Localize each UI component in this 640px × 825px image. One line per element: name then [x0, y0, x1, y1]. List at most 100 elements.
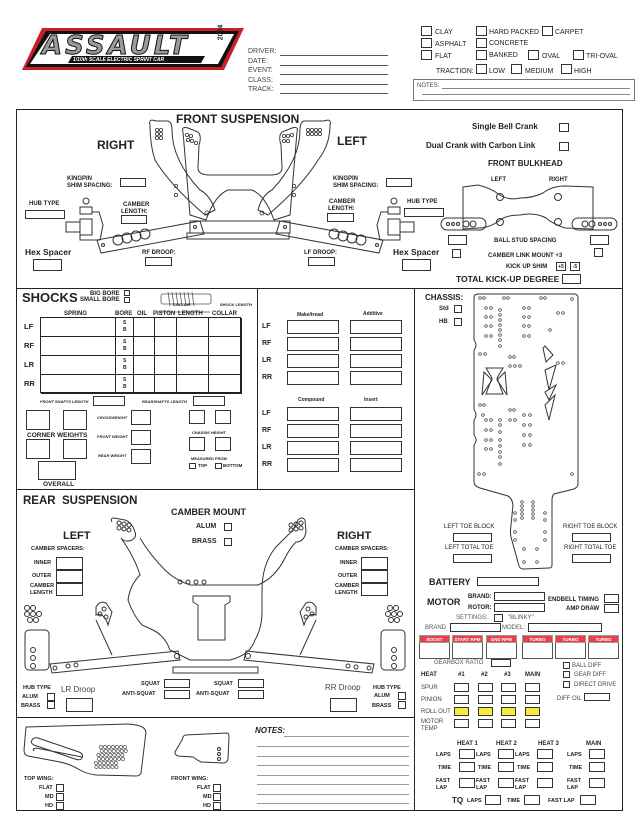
heat-4-fast-lap-input[interactable] — [589, 778, 605, 788]
shock-cell-rr-collar[interactable] — [209, 375, 242, 394]
settings-checkbox[interactable] — [494, 614, 503, 622]
low-checkbox[interactable] — [476, 64, 487, 74]
lr-droop-input[interactable] — [66, 698, 93, 712]
front-shafts-input[interactable] — [93, 396, 125, 406]
std-checkbox[interactable] — [454, 305, 462, 313]
tire-additive-lr[interactable] — [350, 354, 402, 368]
rf-hex-spacer-input[interactable] — [33, 259, 62, 271]
hb-checkbox[interactable] — [454, 318, 462, 326]
motor-brand-input[interactable] — [494, 592, 545, 601]
right-ball-stud-input[interactable] — [590, 235, 609, 245]
top-wing-hd-checkbox[interactable] — [56, 802, 64, 810]
tire-make-tread-rr[interactable] — [287, 371, 339, 385]
notes-line-7[interactable] — [257, 803, 409, 804]
heat-2-time-input[interactable] — [498, 762, 514, 772]
battery-input[interactable] — [477, 577, 539, 586]
carpet-checkbox[interactable] — [542, 26, 553, 36]
ball-diff-checkbox[interactable] — [563, 662, 570, 669]
rear-anti-squat-left-input[interactable] — [164, 690, 190, 699]
left-toe-block-input[interactable] — [453, 533, 492, 542]
track-line[interactable] — [280, 93, 388, 94]
shock-cell-rf-length[interactable] — [177, 337, 209, 356]
banked-checkbox[interactable] — [476, 50, 487, 60]
gear-roll-out-3[interactable] — [501, 707, 516, 716]
left-ball-stud-input[interactable] — [448, 235, 467, 245]
heat-1-time-input[interactable] — [459, 762, 475, 772]
right-toe-block-input[interactable] — [572, 533, 611, 542]
chassis-height-1[interactable] — [189, 410, 205, 424]
chassis-height-2[interactable] — [215, 410, 231, 424]
rf-kingpin-shim-input[interactable] — [120, 178, 146, 187]
tire-insert-lf[interactable] — [350, 407, 402, 421]
clay-checkbox[interactable] — [421, 26, 432, 36]
heat-3-time-input[interactable] — [537, 762, 553, 772]
chassis-height-3[interactable] — [189, 437, 205, 451]
shock-cell-lr-length[interactable] — [177, 356, 209, 375]
esc-turbo-delay-input[interactable] — [555, 643, 586, 659]
bore-s-option[interactable]: S — [123, 320, 127, 326]
event-line[interactable] — [280, 74, 388, 75]
notes-line-1[interactable] — [257, 746, 409, 747]
heat-1-laps-input[interactable] — [459, 749, 475, 759]
diff-oil-input[interactable] — [584, 693, 610, 701]
rr-droop-input[interactable] — [330, 698, 357, 712]
motor-temp-4[interactable] — [525, 719, 540, 728]
direct-drive-checkbox[interactable] — [563, 681, 570, 688]
rear-right-brass-checkbox[interactable] — [398, 701, 406, 709]
gear-roll-out-4[interactable] — [525, 707, 540, 716]
shock-cell-lr-oil[interactable] — [134, 356, 155, 375]
top-wing-flat-checkbox[interactable] — [56, 784, 64, 792]
concrete-checkbox[interactable] — [476, 38, 487, 48]
bore-b-option[interactable]: B — [123, 346, 127, 352]
right-camber-link-checkbox[interactable] — [594, 248, 603, 257]
rear-left-inner-input[interactable] — [56, 557, 83, 570]
bore-b-option[interactable]: B — [123, 384, 127, 390]
corner-weight-rf[interactable] — [63, 410, 87, 430]
notes-line-4[interactable] — [257, 774, 409, 776]
single-bell-crank-checkbox[interactable] — [559, 123, 569, 132]
gear-pinion-1[interactable] — [454, 695, 469, 704]
shock-cell-rr-length[interactable] — [177, 375, 209, 394]
gear-spur-3[interactable] — [501, 683, 516, 692]
shock-cell-lf-length[interactable] — [177, 318, 209, 337]
lf-droop-input[interactable] — [308, 257, 335, 266]
shock-cell-lr-collar[interactable] — [209, 356, 242, 375]
bore-b-option[interactable]: B — [123, 327, 127, 333]
rear-shafts-input[interactable] — [193, 396, 225, 406]
heat-4-time-input[interactable] — [589, 762, 605, 772]
bore-b-option[interactable]: B — [123, 365, 127, 371]
tire-insert-rr[interactable] — [350, 458, 402, 472]
motor-temp-1[interactable] — [454, 719, 469, 728]
shock-cell-lr-spring[interactable] — [41, 356, 116, 375]
medium-checkbox[interactable] — [511, 64, 522, 74]
gear-spur-1[interactable] — [454, 683, 469, 692]
total-kick-up-input[interactable] — [562, 274, 581, 284]
front-weight-input[interactable] — [131, 430, 151, 445]
gear-pinion-2[interactable] — [478, 695, 493, 704]
hard-packed-checkbox[interactable] — [476, 26, 487, 36]
shock-cell-rf-collar[interactable] — [209, 337, 242, 356]
gear-spur-4[interactable] — [525, 683, 540, 692]
lf-hex-spacer-input[interactable] — [402, 259, 431, 271]
motor-rotor-input[interactable] — [494, 603, 545, 612]
small-bore-checkbox[interactable] — [124, 297, 130, 303]
kick-up-plus5-checkbox[interactable]: +5 — [556, 262, 566, 271]
corner-weight-rr[interactable] — [63, 439, 87, 459]
top-wing-md-checkbox[interactable] — [56, 793, 64, 801]
overall-weight-input[interactable] — [38, 461, 76, 480]
bore-s-option[interactable]: S — [123, 377, 127, 383]
shock-cell-lf-oil[interactable] — [134, 318, 155, 337]
tire-compound-lf[interactable] — [287, 407, 339, 421]
tire-compound-lr[interactable] — [287, 441, 339, 455]
tire-additive-rf[interactable] — [350, 337, 402, 351]
shock-cell-rr-spring[interactable] — [41, 375, 116, 394]
shock-cell-rf-spring[interactable] — [41, 337, 116, 356]
gear-roll-out-2[interactable] — [478, 707, 493, 716]
corner-weight-lf[interactable] — [26, 410, 50, 430]
notes-line-6[interactable] — [257, 793, 409, 795]
rear-squat-right-input[interactable] — [238, 679, 264, 688]
camber-mount-brass-checkbox[interactable] — [224, 538, 232, 546]
measured-bottom-checkbox[interactable] — [215, 463, 222, 469]
rf-hub-type-input[interactable] — [25, 210, 65, 219]
tire-compound-rf[interactable] — [287, 424, 339, 438]
